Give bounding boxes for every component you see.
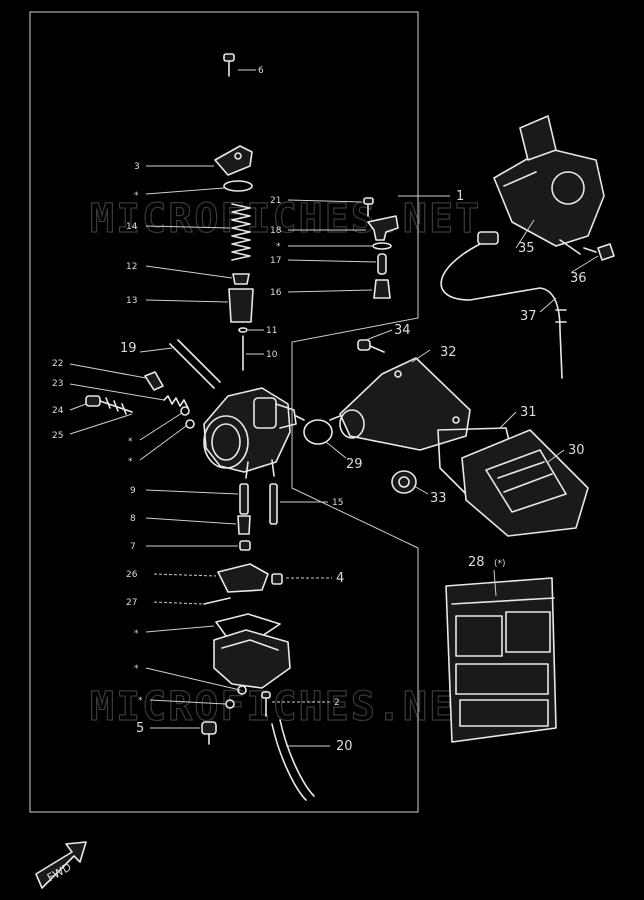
- forward-direction-arrow[interactable]: FWD: [35, 841, 87, 889]
- callout-24: 24: [52, 406, 64, 416]
- spring-23: [163, 395, 189, 409]
- carburetor-body-1: [203, 387, 297, 479]
- throttle-housing-35: [493, 115, 605, 255]
- callout-23: 23: [52, 379, 63, 389]
- callout-asterisk-oring: *: [276, 242, 281, 252]
- callout-28: 28: [468, 555, 485, 570]
- float-26: [217, 563, 269, 593]
- screw-2: [261, 691, 271, 717]
- callout-17: 17: [270, 256, 281, 266]
- callout-asterisk-cap: *: [134, 191, 139, 201]
- callout-33: 33: [430, 491, 447, 506]
- callout-14: 14: [126, 222, 138, 232]
- float-valve-4: [271, 573, 332, 585]
- bolt-36: [583, 243, 615, 261]
- callout-11: 11: [266, 326, 277, 336]
- callout-36: 36: [570, 271, 587, 286]
- callout-asterisk-washer-1: *: [128, 437, 133, 447]
- callout-22: 22: [52, 359, 63, 369]
- drain-tube-15: [269, 483, 278, 525]
- callout-31: 31: [520, 405, 537, 420]
- clamp-29: [295, 415, 341, 445]
- o-ring-right: [372, 242, 392, 250]
- callout-7: 7: [130, 542, 136, 552]
- callout-asterisk-gasket: *: [134, 629, 139, 639]
- vent-tube-19: [169, 339, 221, 389]
- clip-11: [238, 327, 248, 333]
- pilot-jet-22: [144, 371, 164, 391]
- callout-asterisk-washer-2: *: [128, 457, 133, 467]
- screw-6: [223, 53, 235, 77]
- drain-screw-5: [201, 721, 217, 745]
- callout-4: 4: [336, 571, 344, 586]
- float-pin-27: [203, 597, 231, 605]
- callout-8: 8: [130, 514, 136, 524]
- throttle-valve-13: [228, 288, 254, 323]
- callout-25: 25: [52, 431, 63, 441]
- watermark-bottom: MICROFICHES.NET: [90, 684, 481, 730]
- callout-2: 2: [334, 698, 340, 708]
- callout-34: 34: [394, 323, 411, 338]
- callout-20: 20: [336, 739, 353, 754]
- grommet-33: [391, 470, 417, 494]
- callout-12: 12: [126, 262, 137, 272]
- needle-jet-9: [239, 483, 249, 515]
- screw-21: [363, 197, 374, 217]
- callout-35: 35: [518, 241, 535, 256]
- spring-14: [231, 203, 251, 261]
- cap-gasket: [223, 180, 253, 192]
- callout-28-asterisk: (*): [494, 559, 506, 569]
- callout-asterisk-washer-3: *: [134, 664, 139, 674]
- callout-30: 30: [568, 443, 585, 458]
- drain-hose-20: [271, 719, 315, 801]
- plunger-17: [377, 253, 387, 275]
- starter-16: [373, 279, 391, 299]
- callout-27: 27: [126, 598, 137, 608]
- top-cap-3: [214, 145, 253, 176]
- air-screw-24: [85, 395, 133, 415]
- callout-29: 29: [346, 457, 363, 472]
- plate-18: [367, 215, 399, 241]
- callout-9: 9: [130, 486, 136, 496]
- callout-32: 32: [440, 345, 457, 360]
- washer-left-lower: [185, 419, 195, 429]
- reed-valve-30: [461, 429, 589, 537]
- callout-3: 3: [134, 162, 140, 172]
- callout-19: 19: [120, 341, 137, 356]
- watermark-top: MICROFICHES.NET: [90, 196, 481, 242]
- holder-8: [237, 515, 251, 535]
- callout-37: 37: [520, 309, 537, 324]
- callout-21: 21: [270, 196, 281, 206]
- assembly-frame: [29, 11, 419, 813]
- fwd-label: FWD: [45, 860, 74, 884]
- screw-34: [357, 339, 385, 353]
- callout-18: 18: [270, 226, 282, 236]
- gasket-kit-28: [445, 577, 557, 743]
- callout-5: 5: [136, 721, 144, 736]
- retainer-12: [232, 273, 250, 285]
- callout-26: 26: [126, 570, 138, 580]
- callout-asterisk-washer-4: *: [138, 696, 143, 706]
- main-jet-7: [239, 540, 251, 551]
- callout-13: 13: [126, 296, 137, 306]
- intake-manifold-32: [339, 357, 471, 451]
- float-chamber: [213, 629, 291, 689]
- throttle-cable-37: [440, 231, 567, 379]
- callout-10: 10: [266, 350, 278, 360]
- leader-lines: [69, 69, 599, 747]
- callout-15: 15: [332, 498, 343, 508]
- callout-1: 1: [456, 189, 464, 204]
- washer-left-upper: [180, 406, 190, 416]
- float-chamber-gasket: [215, 613, 281, 637]
- callout-6: 6: [258, 66, 264, 76]
- callout-labels: 6 3 * 14 12 13 11 10 21 18 * 17 16 1 19 …: [52, 66, 587, 754]
- callout-16: 16: [270, 288, 282, 298]
